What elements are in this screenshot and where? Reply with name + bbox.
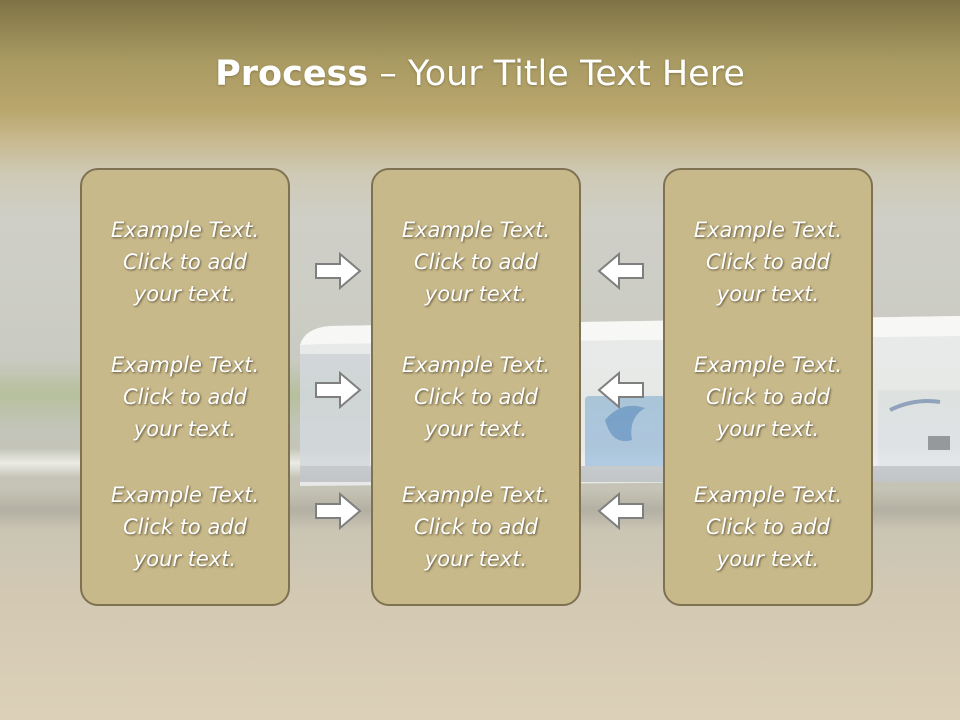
- title-rest: – Your Title Text Here: [368, 54, 745, 94]
- text-line: Example Text.: [401, 483, 551, 507]
- left-arrow-icon: [597, 251, 644, 291]
- text-block[interactable]: Example Text. Click to add your text.: [82, 214, 288, 310]
- left-arrow-icon: [597, 370, 644, 410]
- text-line: your text.: [133, 417, 237, 441]
- right-arrow-icon: [315, 251, 362, 291]
- text-line: your text.: [424, 547, 528, 571]
- process-box-right[interactable]: Example Text. Click to add your text. Ex…: [663, 168, 873, 606]
- text-line: Example Text.: [110, 218, 260, 242]
- text-line: Click to add: [705, 385, 830, 409]
- text-line: your text.: [716, 282, 820, 306]
- right-arrow-icon: [315, 370, 362, 410]
- text-line: Example Text.: [693, 353, 843, 377]
- text-line: your text.: [133, 282, 237, 306]
- text-line: Example Text.: [401, 218, 551, 242]
- text-block[interactable]: Example Text. Click to add your text.: [373, 214, 579, 310]
- process-box-left[interactable]: Example Text. Click to add your text. Ex…: [80, 168, 290, 606]
- text-block[interactable]: Example Text. Click to add your text.: [373, 479, 579, 575]
- text-block[interactable]: Example Text. Click to add your text.: [82, 349, 288, 445]
- text-line: Click to add: [122, 385, 247, 409]
- text-line: Example Text.: [401, 353, 551, 377]
- text-line: Example Text.: [110, 483, 260, 507]
- text-line: your text.: [424, 417, 528, 441]
- text-line: Example Text.: [693, 218, 843, 242]
- text-line: your text.: [133, 547, 237, 571]
- text-line: Click to add: [122, 515, 247, 539]
- text-line: Click to add: [413, 250, 538, 274]
- text-line: Click to add: [413, 385, 538, 409]
- text-line: your text.: [716, 547, 820, 571]
- text-line: your text.: [424, 282, 528, 306]
- text-line: Click to add: [705, 250, 830, 274]
- left-arrow-icon: [597, 491, 644, 531]
- text-line: Click to add: [413, 515, 538, 539]
- right-arrow-icon: [315, 491, 362, 531]
- text-line: Example Text.: [110, 353, 260, 377]
- text-line: your text.: [716, 417, 820, 441]
- text-line: Click to add: [122, 250, 247, 274]
- text-block[interactable]: Example Text. Click to add your text.: [665, 214, 871, 310]
- process-box-center[interactable]: Example Text. Click to add your text. Ex…: [371, 168, 581, 606]
- text-line: Click to add: [705, 515, 830, 539]
- title-bold: Process: [215, 54, 369, 94]
- text-block[interactable]: Example Text. Click to add your text.: [373, 349, 579, 445]
- text-block[interactable]: Example Text. Click to add your text.: [82, 479, 288, 575]
- slide-title[interactable]: Process – Your Title Text Here: [0, 54, 960, 94]
- text-block[interactable]: Example Text. Click to add your text.: [665, 479, 871, 575]
- text-line: Example Text.: [693, 483, 843, 507]
- text-block[interactable]: Example Text. Click to add your text.: [665, 349, 871, 445]
